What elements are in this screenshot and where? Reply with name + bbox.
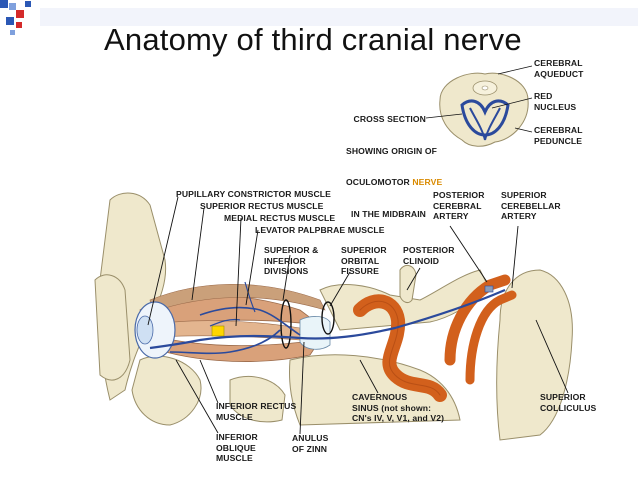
corner-decoration [0,0,31,35]
inset-caption-line3-prefix: OCULOMOTOR [346,177,413,187]
label-inferior-rectus: INFERIOR RECTUS MUSCLE [216,401,297,422]
leader-lines [147,196,569,435]
label-cerebral-peduncle: CEREBRAL PEDUNCLE [534,125,583,146]
label-posterior-cerebral-artery: POSTERIOR CEREBRAL ARTERY [433,190,485,221]
label-superior-cerebellar-artery: SUPERIOR CEREBELLAR ARTERY [501,190,561,221]
midbrain-cross-section [425,65,533,147]
label-superior-colliculus: SUPERIOR COLLICULUS [540,392,597,413]
label-cavernous-sinus: CAVERNOUS SINUS (not shown: CN's IV, V, … [352,392,445,423]
inset-caption-nerve-word: NERVE [412,177,443,187]
label-superior-rectus: SUPERIOR RECTUS MUSCLE [200,201,324,211]
label-cerebral-aqueduct: CEREBRAL AQUEDUCT [534,58,584,79]
label-anulus-of-zinn: ANULUS OF ZINN [292,433,329,454]
inset-caption-line1: CROSS SECTION [353,114,426,124]
label-inferior-oblique: INFERIOR OBLIQUE MUSCLE [216,432,258,463]
label-levator-palpebrae: LEVATOR PALPBRAE MUSCLE [255,225,385,235]
label-medial-rectus: MEDIAL RECTUS MUSCLE [224,213,336,223]
label-superior-inferior-divisions: SUPERIOR & INFERIOR DIVISIONS [264,245,319,276]
oculomotor-nerve [149,281,506,355]
label-superior-orbital-fissure: SUPERIOR ORBITAL FISSURE [341,245,387,276]
inset-caption-line3: OCULOMOTOR NERVE [346,177,442,188]
inset-caption-line4: IN THE MIDBRAIN [350,208,426,219]
label-pupillary-constrictor: PUPILLARY CONSTRICTOR MUSCLE [176,189,331,199]
inset-caption-line2: SHOWING ORIGIN OF [346,145,437,156]
title-bar-band [40,8,638,26]
label-red-nucleus: RED NUCLEUS [534,91,577,112]
inset-caption: CROSS SECTION SHOWING ORIGIN OF OCULOMOT… [346,93,442,230]
arteries [353,274,517,402]
eye-and-muscles [134,283,335,362]
label-posterior-clinoid: POSTERIOR CLINOID [403,245,455,266]
slide-title: Anatomy of third cranial nerve [104,22,522,57]
